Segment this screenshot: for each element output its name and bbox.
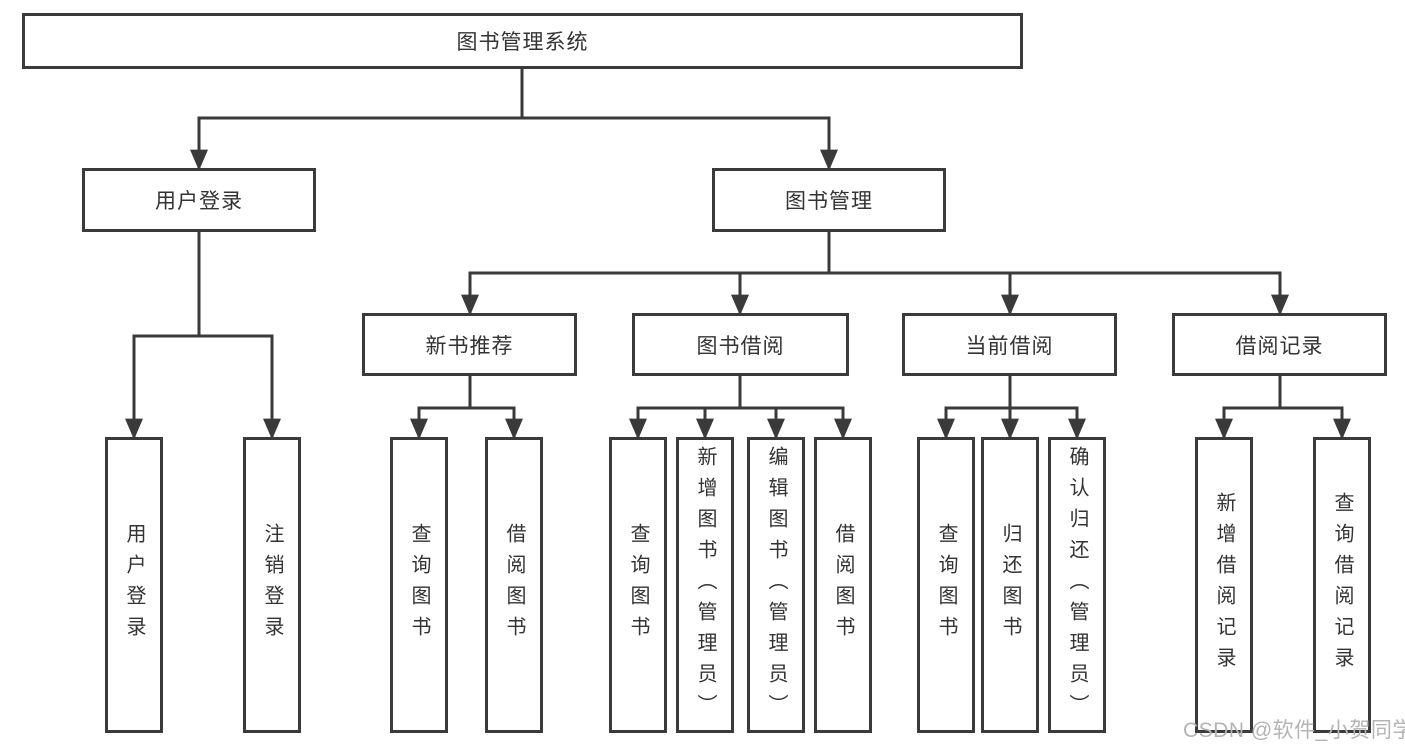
node-label: 当前借阅 <box>965 334 1054 358</box>
node-root-library-system: 图书管理系统 <box>22 13 1023 69</box>
leaf-logout: 注销登录 <box>243 437 301 733</box>
leaf-newrec-query-books: 查询图书 <box>390 437 448 733</box>
leaf-newrec-borrow-books: 借阅图书 <box>485 437 543 733</box>
leaf-borrow-query-books: 查询图书 <box>609 437 667 733</box>
leaf-user-login: 用户登录 <box>105 437 163 733</box>
node-label: 编辑图书（管理员） <box>765 445 787 725</box>
node-book-borrowing: 图书借阅 <box>632 313 849 376</box>
node-label: 查询借阅记录 <box>1331 492 1353 678</box>
connector-user-login-children <box>125 230 281 441</box>
leaf-return-books: 归还图书 <box>981 437 1039 733</box>
node-borrowing-records: 借阅记录 <box>1172 313 1387 376</box>
node-new-book-recommend: 新书推荐 <box>362 313 577 376</box>
node-current-borrowing: 当前借阅 <box>902 313 1117 376</box>
node-label: 新增图书（管理员） <box>694 445 716 725</box>
connector-book-borrow-children <box>629 374 852 441</box>
leaf-add-borrow-record: 新增借阅记录 <box>1195 437 1253 733</box>
node-label: 查询图书 <box>935 523 957 647</box>
node-label: 查询图书 <box>627 523 649 647</box>
leaf-borrow-books: 借阅图书 <box>814 437 872 733</box>
leaf-query-borrow-record: 查询借阅记录 <box>1313 437 1371 733</box>
connector-book-mgmt-to-level3 <box>461 230 1289 317</box>
node-label: 确认归还（管理员） <box>1066 445 1088 725</box>
leaf-edit-books-admin: 编辑图书（管理员） <box>747 437 805 733</box>
connector-new-book-children <box>410 374 523 441</box>
connector-borrow-records-children <box>1215 374 1351 441</box>
node-label: 图书借阅 <box>696 334 785 358</box>
node-label: 图书管理系统 <box>456 31 589 54</box>
node-label: 用户登录 <box>155 190 243 213</box>
leaf-add-books-admin: 新增图书（管理员） <box>676 437 734 733</box>
node-label: 图书管理 <box>785 190 873 213</box>
node-label: 注销登录 <box>261 523 283 647</box>
node-label: 用户登录 <box>123 523 145 647</box>
node-label: 借阅记录 <box>1235 334 1324 358</box>
leaf-current-query-books: 查询图书 <box>917 437 975 733</box>
watermark: CSDN @软件_小贺同学 <box>1183 719 1405 742</box>
node-user-login: 用户登录 <box>82 168 316 232</box>
node-label: 归还图书 <box>999 523 1021 647</box>
node-label: 查询图书 <box>408 523 430 647</box>
node-label: 新增借阅记录 <box>1213 492 1235 678</box>
node-label: 借阅图书 <box>503 523 525 647</box>
node-book-management: 图书管理 <box>712 168 946 232</box>
leaf-confirm-return-admin: 确认归还（管理员） <box>1048 437 1106 733</box>
node-label: 新书推荐 <box>425 334 514 358</box>
connector-root-to-level2 <box>190 67 838 172</box>
node-label: 借阅图书 <box>832 523 854 647</box>
connector-current-borrow-children <box>937 374 1086 441</box>
